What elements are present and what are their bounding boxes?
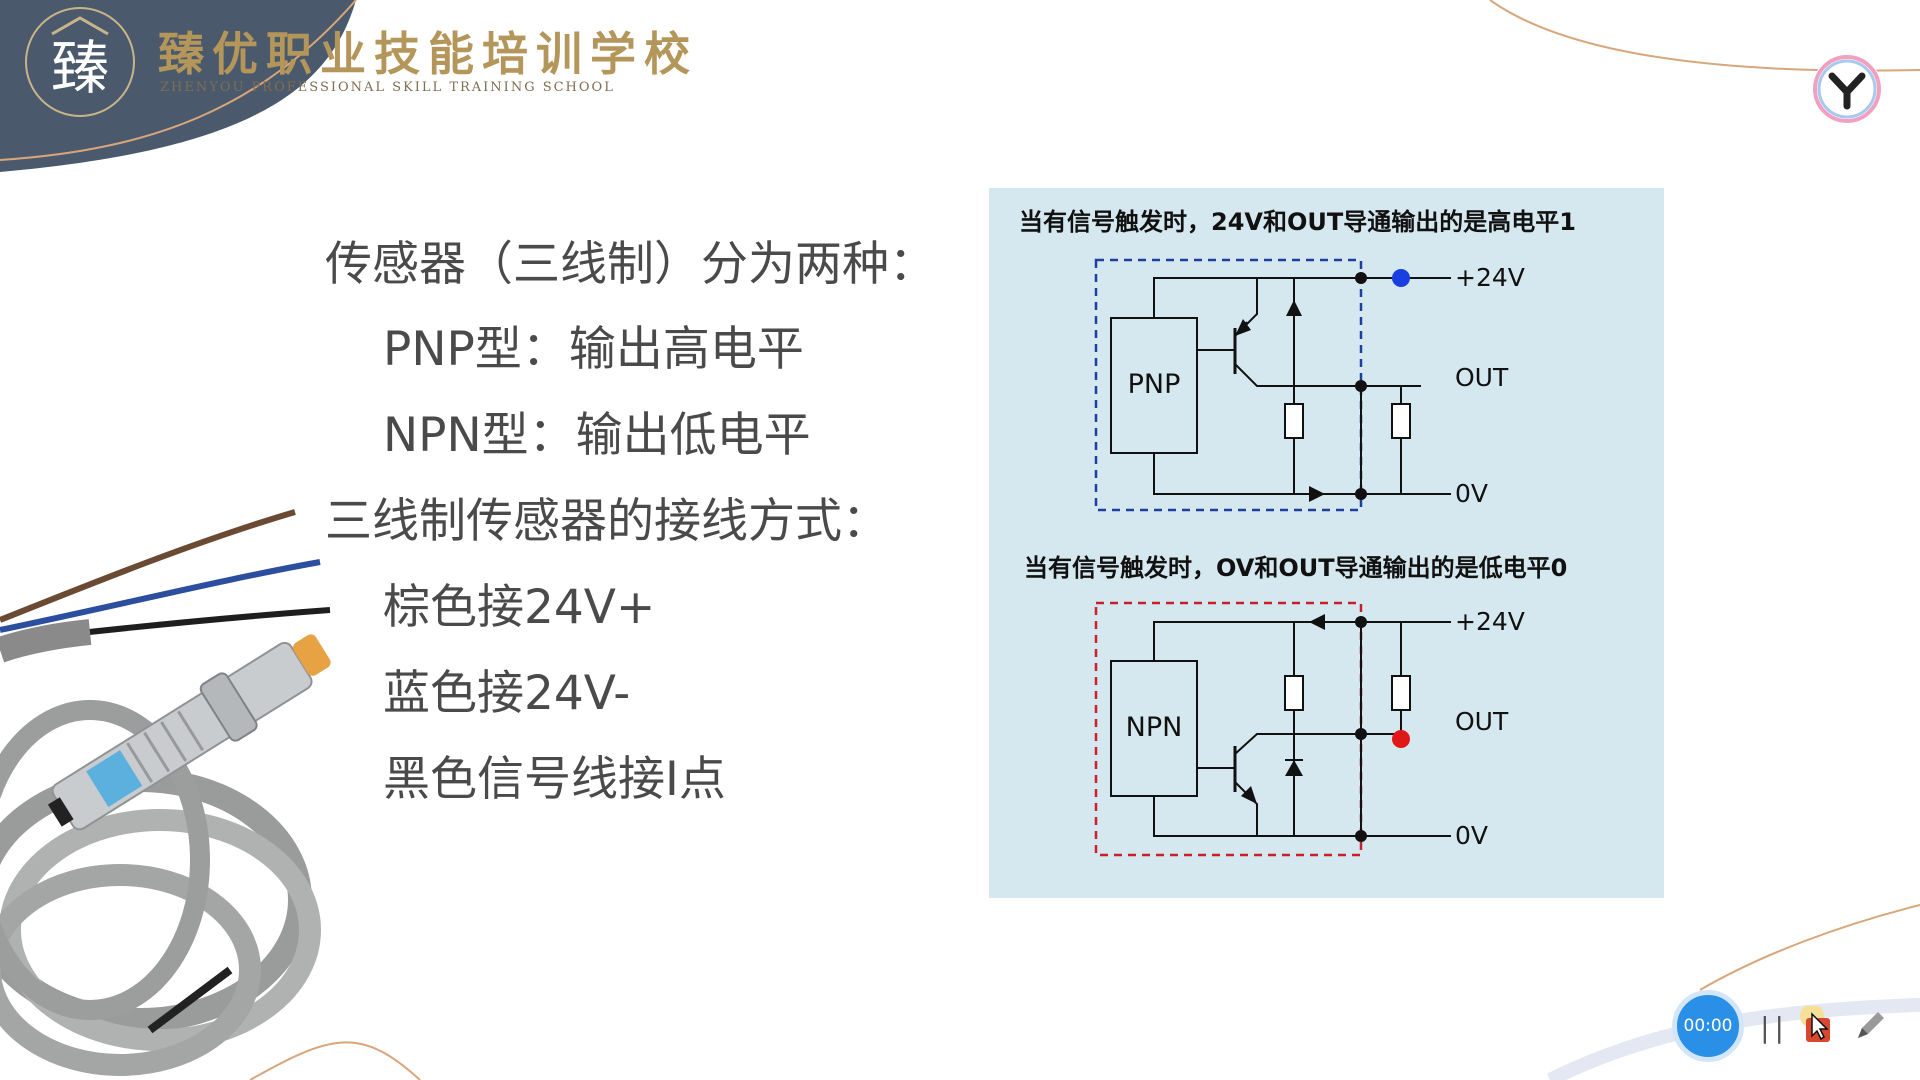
main-text-block: 传感器（三线制）分为两种： PNP型：输出高电平 NPN型：输出低电平 三线制传… <box>0 0 1000 820</box>
npn-block-label: NPN <box>1126 712 1183 743</box>
npn-caption: 当有信号触发时，OV和OUT导通输出的是低电平0 <box>1024 554 1567 582</box>
timer-button[interactable]: 00:00 <box>1672 990 1744 1062</box>
npn-label-24v: +24V <box>1455 607 1525 636</box>
app-logo <box>1812 54 1882 124</box>
pause-icon[interactable]: | | <box>1760 1011 1784 1044</box>
pnp-caption: 当有信号触发时，24V和OUT导通输出的是高电平1 <box>1019 208 1576 236</box>
text-line-brown: 棕色接24V+ <box>383 580 656 635</box>
school-logo-seal: 臻 <box>25 7 135 117</box>
pnp-label-out: OUT <box>1455 363 1509 392</box>
y-logo-icon <box>1813 55 1881 123</box>
school-name-cn: 臻优职业技能培训学校 <box>158 27 698 81</box>
text-line-wiring-method: 三线制传感器的接线方式： <box>325 494 889 549</box>
text-line-sensor-types: 传感器（三线制）分为两种： <box>325 237 936 292</box>
pnp-block-label: PNP <box>1128 369 1181 400</box>
record-icon[interactable] <box>1798 1006 1838 1046</box>
sensor-cable-photo <box>0 509 331 1076</box>
circuit-diagram: 当有信号触发时，24V和OUT导通输出的是高电平1 PNP +24V OUT 0… <box>1019 208 1576 857</box>
header-banner <box>0 0 357 172</box>
text-line-npn: NPN型：输出低电平 <box>383 408 811 463</box>
seal-character: 臻 <box>51 34 109 102</box>
npn-label-0v: 0V <box>1455 821 1488 850</box>
school-name-en: ZHENYOU PROFESSIONAL SKILL TRAINING SCHO… <box>160 80 615 95</box>
pnp-dashed-box <box>1094 258 1363 512</box>
text-line-pnp: PNP型：输出高电平 <box>383 322 804 377</box>
text-line-blue: 蓝色接24V- <box>383 666 631 721</box>
pnp-label-0v: 0V <box>1455 479 1488 508</box>
npn-red-dot <box>1392 730 1410 748</box>
pnp-blue-dot <box>1392 269 1410 287</box>
pnp-label-24v: +24V <box>1455 263 1525 292</box>
pen-icon[interactable] <box>1850 1006 1890 1046</box>
npn-label-out: OUT <box>1455 707 1509 736</box>
npn-dashed-box <box>1094 601 1363 857</box>
recording-controls: 00:00 | | <box>1660 982 1910 1072</box>
text-line-black: 黑色信号线接I点 <box>383 752 726 807</box>
circuit-diagram-panel: 当有信号触发时，24V和OUT导通输出的是高电平1 PNP +24V OUT 0… <box>989 188 1664 898</box>
